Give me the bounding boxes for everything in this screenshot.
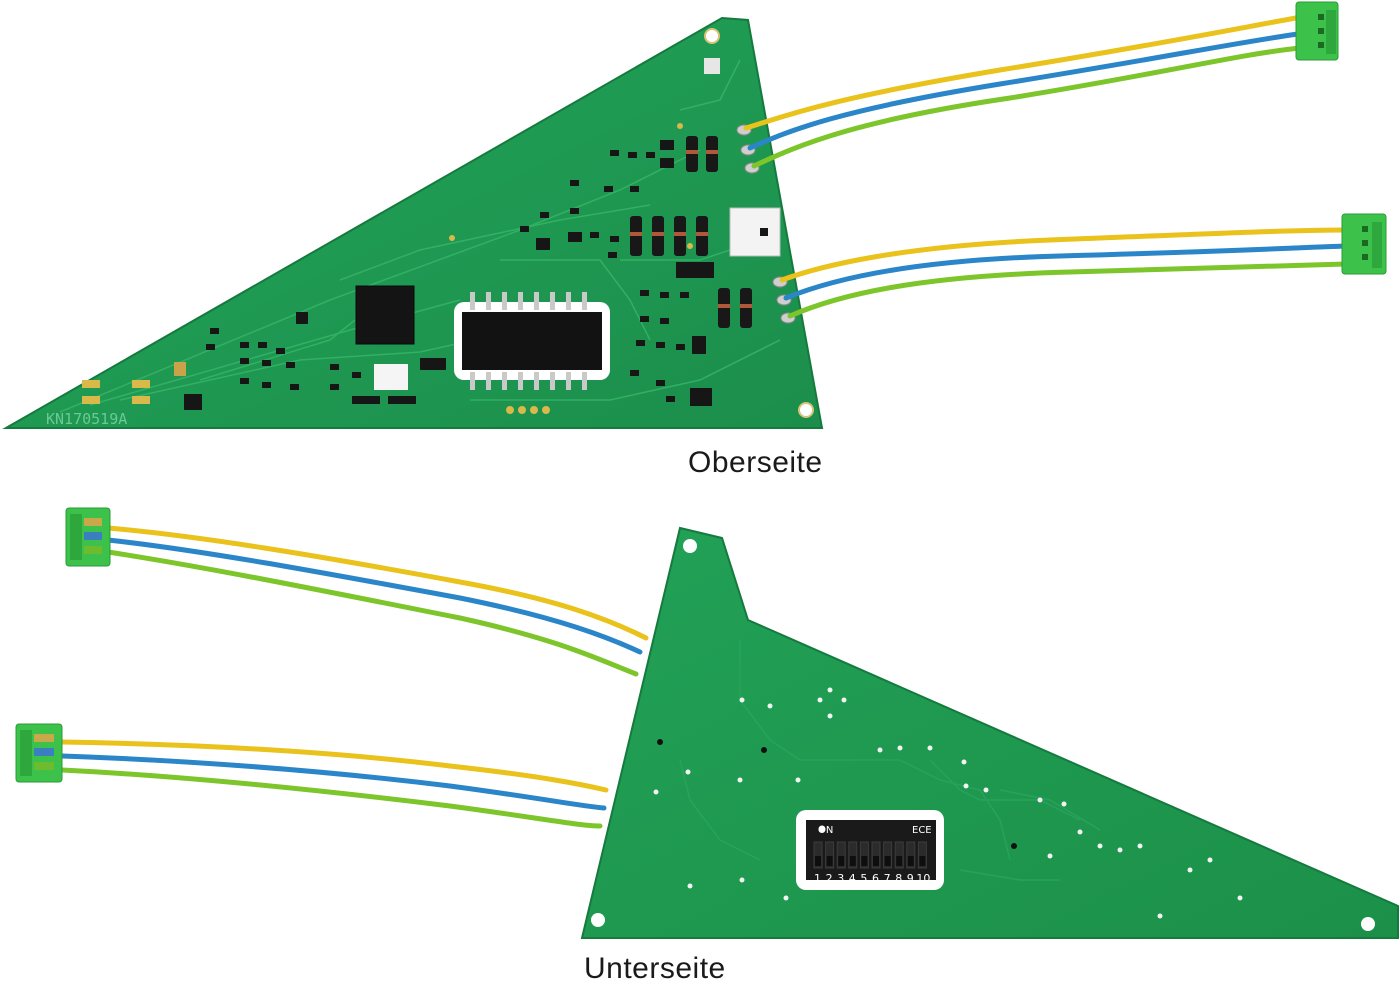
dip-knob-1 (815, 856, 821, 866)
driver-chip (454, 292, 610, 390)
connector-plug-top-2 (1341, 213, 1387, 275)
dip-knob-8 (896, 856, 903, 866)
dip-number-8: 8 (895, 872, 902, 885)
dip-number-4: 4 (849, 872, 856, 885)
dip-knob-3 (838, 856, 845, 866)
dip-number-3: 3 (837, 872, 844, 885)
caption-top-side: Oberseite (688, 446, 823, 479)
wire-harness-top-2 (779, 227, 1349, 319)
connector-plug-top-1 (1295, 1, 1339, 61)
dip-lever-1 (813, 841, 823, 869)
dip-knob-10 (919, 856, 926, 866)
dip-number-6: 6 (872, 872, 879, 885)
dip-on-label: ON (818, 825, 833, 836)
dip-lever-5 (859, 841, 869, 869)
dip-knob-7 (884, 856, 891, 866)
dip-lever-4 (848, 841, 858, 869)
microcontroller-chip (355, 285, 415, 345)
wire-harness-bottom-2 (59, 739, 609, 829)
dip-lever-6 (871, 841, 881, 869)
wire-harness-top-1 (743, 15, 1303, 169)
dip-number-1: 1 (814, 872, 821, 885)
caption-bottom-side: Unterseite (584, 952, 726, 985)
pcb-top-side: KN170519A (2, 16, 824, 429)
dip-knob-2 (826, 856, 833, 866)
dip-number-10: 10 (916, 872, 930, 885)
dip-knob-5 (861, 856, 868, 866)
dip-lever-2 (825, 841, 835, 869)
dip-lever-8 (894, 841, 904, 869)
dip-lever-3 (836, 841, 846, 869)
dip-number-7: 7 (884, 872, 891, 885)
dip-brand-label: ECE (912, 825, 932, 836)
dip-number-9: 9 (907, 872, 914, 885)
dip-lever-9 (906, 841, 916, 869)
dip-knob-6 (873, 856, 879, 866)
connector-plug-bottom-2 (15, 723, 63, 783)
board-id-label: KN170519A (46, 410, 127, 428)
dip-number-5: 5 (860, 872, 867, 885)
dip-knob-9 (907, 856, 914, 866)
dip-number-2: 2 (826, 872, 833, 885)
dip-lever-10 (917, 841, 927, 869)
connector-plug-bottom-1 (65, 507, 111, 567)
dip-knob-4 (849, 856, 856, 866)
dip-lever-7 (883, 841, 893, 869)
wire-harness-bottom-1 (105, 525, 649, 677)
socket-connector (729, 207, 781, 257)
